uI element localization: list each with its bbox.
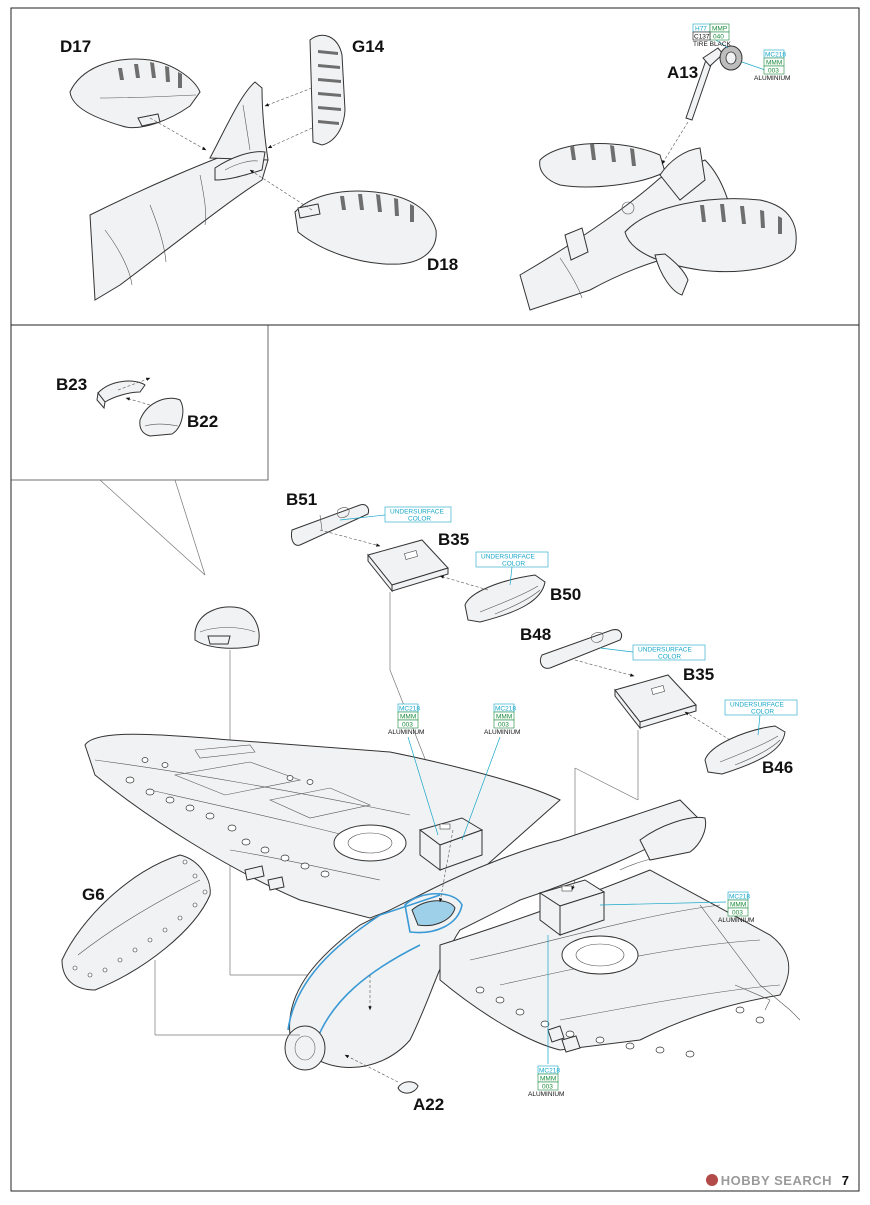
undersurface-callout-b46: UNDERSURFACE COLOR	[724, 699, 798, 716]
label-b51: B51	[286, 490, 317, 509]
part-b50	[464, 574, 546, 623]
label-b46: B46	[762, 758, 793, 777]
label-b23: B23	[56, 375, 87, 394]
svg-text:MC218: MC218	[495, 706, 516, 713]
svg-text:COLOR: COLOR	[751, 709, 774, 716]
radiator-fairing	[194, 606, 260, 649]
svg-text:MMM: MMM	[540, 1076, 556, 1083]
svg-text:ALUMINIUM: ALUMINIUM	[528, 1091, 564, 1098]
label-d17: D17	[60, 37, 91, 56]
aluminium-callout-left: MC218 MMM 003 ALUMINIUM	[388, 703, 424, 736]
tire-color-name: TIRE BLACK	[693, 41, 732, 48]
tire-black-callout: H77 MMP 040 C137 TIRE BLACK	[692, 23, 732, 48]
svg-text:MC218: MC218	[539, 1068, 560, 1075]
tail-assembly-left	[69, 34, 437, 301]
svg-text:UNDERSURFACE: UNDERSURFACE	[730, 702, 784, 709]
part-a22	[397, 1081, 419, 1094]
part-g14	[309, 34, 346, 146]
part-b48	[539, 629, 623, 669]
label-g14: G14	[352, 37, 385, 56]
wing-fuselage-main	[84, 733, 801, 1071]
svg-text:COLOR: COLOR	[502, 561, 525, 568]
label-b48: B48	[520, 625, 551, 644]
page-frame	[10, 7, 860, 1192]
part-a13	[685, 45, 743, 121]
svg-text:MC218: MC218	[729, 894, 750, 901]
hobby-search-logo-icon	[705, 1174, 718, 1186]
part-b22	[139, 397, 184, 437]
svg-text:MMM: MMM	[400, 714, 416, 721]
detail-inset	[11, 325, 269, 576]
svg-text:ALUMINIUM: ALUMINIUM	[484, 729, 520, 736]
undersurface-callout-b51: UNDERSURFACE COLOR	[384, 506, 452, 523]
label-a13: A13	[667, 63, 698, 82]
svg-text:ALUMINIUM: ALUMINIUM	[754, 75, 790, 82]
part-b51	[291, 504, 369, 546]
svg-text:MC218: MC218	[399, 706, 420, 713]
tire-code-mmp: MMP	[712, 26, 727, 33]
part-b23	[96, 380, 146, 410]
tire-code-c: C137	[694, 34, 710, 41]
svg-text:UNDERSURFACE: UNDERSURFACE	[481, 554, 535, 561]
svg-text:MMM: MMM	[496, 714, 512, 721]
svg-text:003: 003	[402, 722, 413, 729]
svg-text:COLOR: COLOR	[408, 516, 431, 523]
undersurface-callout-b48: UNDERSURFACE COLOR	[632, 644, 706, 661]
label-b35-top: B35	[438, 530, 469, 549]
svg-text:003: 003	[498, 722, 509, 729]
svg-text:ALUMINIUM: ALUMINIUM	[388, 729, 424, 736]
aluminium-callout-mid: MC218 MMM 003 ALUMINIUM	[484, 703, 520, 736]
watermark: HOBBY SEARCH	[705, 1173, 832, 1188]
label-g6: G6	[82, 885, 105, 904]
part-g6	[61, 854, 211, 991]
aluminium-callout-bottom: MC218 MMM 003 ALUMINIUM	[528, 1065, 564, 1098]
svg-text:MMM: MMM	[730, 902, 746, 909]
tire-code-h: H77	[695, 26, 707, 33]
svg-text:003: 003	[542, 1084, 553, 1091]
svg-text:003: 003	[768, 68, 779, 75]
undersurface-callout-b50: UNDERSURFACE COLOR	[475, 551, 549, 568]
tail-wheel-assembly	[519, 39, 797, 311]
svg-text:UNDERSURFACE: UNDERSURFACE	[390, 509, 444, 516]
label-b35-right: B35	[683, 665, 714, 684]
gun-bay-right	[538, 879, 606, 936]
part-d18	[294, 190, 437, 265]
aluminium-callout-right: MC218 MMM 003 ALUMINIUM	[718, 891, 754, 924]
svg-text:MC218: MC218	[765, 52, 786, 59]
tire-code-mmp-num: 040	[713, 34, 724, 41]
gun-bay-left	[418, 817, 484, 871]
svg-text:003: 003	[732, 910, 743, 917]
svg-text:COLOR: COLOR	[658, 654, 681, 661]
part-d17	[69, 58, 201, 129]
label-a22: A22	[413, 1095, 444, 1114]
svg-text:ALUMINIUM: ALUMINIUM	[718, 917, 754, 924]
label-b50: B50	[550, 585, 581, 604]
label-d18: D18	[427, 255, 458, 274]
part-b35-right	[614, 674, 697, 730]
svg-text:MMM: MMM	[766, 60, 782, 67]
aluminium-callout-tail: MC218 MMM 003 ALUMINIUM	[754, 49, 790, 82]
svg-text:UNDERSURFACE: UNDERSURFACE	[638, 647, 692, 654]
part-b46	[704, 725, 786, 775]
page-number: 7	[841, 1173, 849, 1188]
part-b35-top	[367, 539, 449, 593]
label-b22: B22	[187, 412, 218, 431]
